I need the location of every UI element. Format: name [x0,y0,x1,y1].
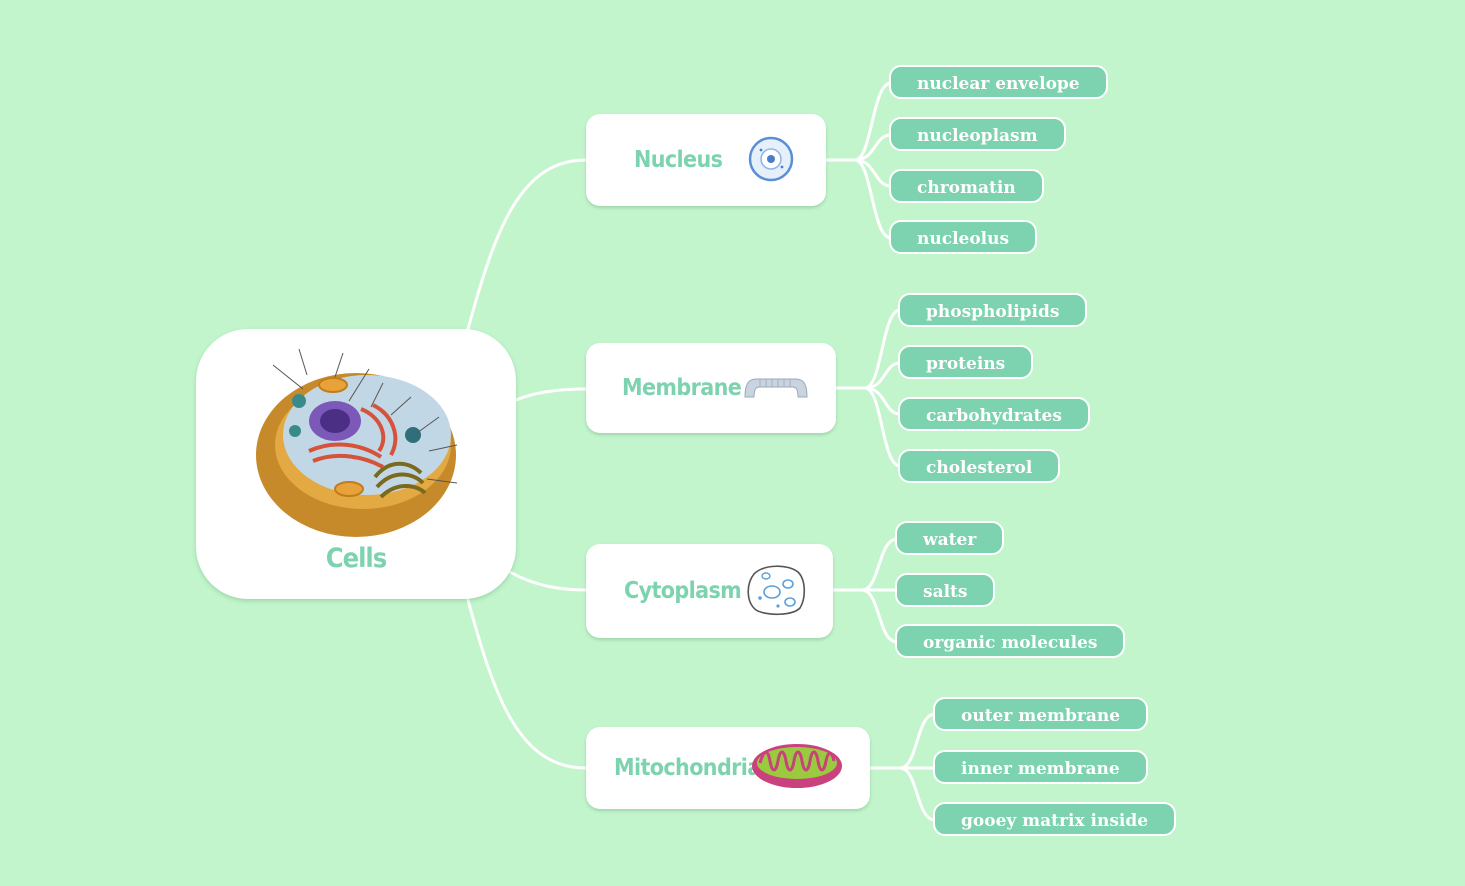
topic-membrane[interactable]: Membrane [586,343,836,433]
topic-mitochondria-label: Mitochondria [614,755,761,781]
nucleus-icon [748,136,794,182]
subtopic-cholesterol[interactable]: cholesterol [898,449,1061,483]
root-label: Cells [325,543,387,574]
connector-root-mitochondria [466,598,588,770]
subtopic-water[interactable]: water [895,521,1005,555]
mitochondria-icon [752,744,842,788]
subtopic-carbohydrates[interactable]: carbohydrates [898,397,1090,431]
topic-mitochondria[interactable]: Mitochondria [586,727,870,809]
topic-cytoplasm[interactable]: Cytoplasm [586,544,833,638]
connector-root-membrane [514,387,588,402]
subtopic-nucleolus[interactable]: nucleolus [889,220,1038,254]
topic-membrane-label: Membrane [622,375,742,401]
subtopic-salts[interactable]: salts [895,573,996,607]
cytoplasm-icon [747,565,806,616]
subtopic-nuclear-envelope[interactable]: nuclear envelope [889,65,1108,99]
subtopic-organic-molecules[interactable]: organic molecules [895,624,1126,658]
topic-cytoplasm-label: Cytoplasm [624,578,742,604]
subtopic-outer-membrane[interactable]: outer membrane [933,697,1149,731]
subtopic-proteins[interactable]: proteins [898,345,1034,379]
membrane-icon [744,378,808,398]
subtopic-phospholipids[interactable]: phospholipids [898,293,1088,327]
connector-root-nucleus [466,158,588,331]
connector-root-cytoplasm [508,570,588,592]
subtopic-inner-membrane[interactable]: inner membrane [933,750,1148,784]
subtopic-chromatin[interactable]: chromatin [889,169,1044,203]
subtopic-gooey-matrix-inside[interactable]: gooey matrix inside [933,802,1177,836]
root-node[interactable]: Cells [196,329,516,599]
topic-nucleus-label: Nucleus [634,147,723,173]
animal-cell-icon [256,348,458,537]
subtopic-nucleoplasm[interactable]: nucleoplasm [889,117,1066,151]
topic-nucleus[interactable]: Nucleus [586,114,826,206]
